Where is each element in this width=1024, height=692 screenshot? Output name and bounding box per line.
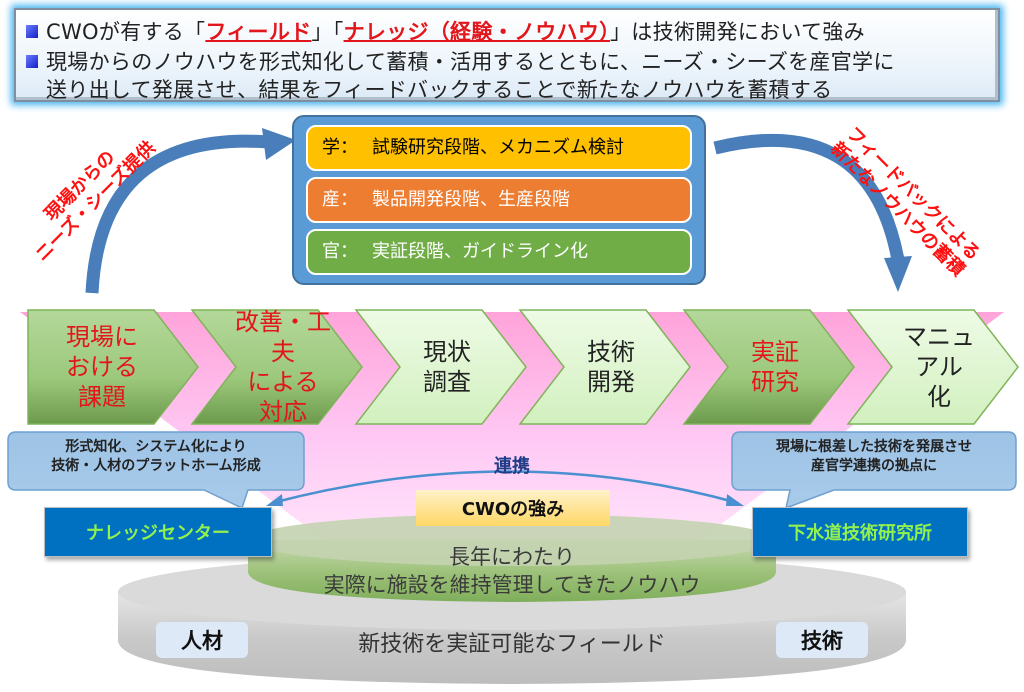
summary-text: 現場からのノウハウを形式知化して蓄積・活用するとともに、ニーズ・シーズを産官学に [46, 50, 895, 74]
knowledge-disc-line: 実際に施設を維持管理してきたノウハウ [323, 573, 701, 597]
summary-text: 」「 [311, 20, 344, 44]
process-step-chevron [354, 309, 527, 425]
process-step-line: マニュ [903, 323, 975, 351]
sector-industry: 産： 製品開発段階、生産段階 [306, 177, 692, 223]
process-step-label: 現場における課題 [34, 310, 170, 424]
bullet-icon [26, 25, 38, 38]
callout-line: 形式知化、システム化により [65, 439, 247, 455]
process-step-chevron [190, 309, 363, 425]
summary-box: CWOが有する「フィールド」「ナレッジ（経験・ノウハウ）」は技術開発において強み… [14, 8, 1000, 102]
process-step-line: 現状 [423, 338, 471, 366]
research-institute-box: 下水道技術研究所 [752, 507, 968, 557]
knowledge-disc [248, 514, 776, 602]
left-curved-arrow [85, 128, 296, 294]
process-step-line: 改善・工夫 [235, 308, 331, 366]
process-step-line: 課題 [78, 383, 126, 411]
summary-text: 」は技術開発において強み [609, 20, 865, 44]
process-step-chevron [846, 309, 1019, 425]
sector-text: 実証段階、ガイドライン化 [372, 241, 588, 262]
field-platform-text: 新技術を実証可能なフィールド [358, 632, 666, 657]
process-step-line: 現場に [66, 323, 138, 351]
link-label: 連携 [494, 456, 530, 477]
knowledge-disc-line: 長年にわたり [449, 545, 575, 569]
left-callout-shape [7, 431, 305, 510]
process-step-label: 改善・工夫による対応 [232, 308, 334, 426]
sector-text: 製品開発段階、生産段階 [372, 189, 570, 210]
bullet-icon [26, 55, 38, 68]
tag-human-resources: 人材 [156, 622, 248, 658]
summary-line-2: 現場からのノウハウを形式知化して蓄積・活用するとともに、ニーズ・シーズを産官学に [26, 46, 895, 76]
sector-key: 官： [322, 241, 358, 262]
callout-line: 現場に根差した技術を発展させ [776, 439, 972, 455]
left-callout-text: 形式知化、システム化により 技術・人材のプラットホーム形成 [8, 438, 304, 476]
sector-government: 官： 実証段階、ガイドライン化 [306, 229, 692, 275]
knowledge-disc-text: 長年にわたり 実際に施設を維持管理してきたノウハウ [300, 543, 724, 599]
process-step-line: 技術 [587, 338, 635, 366]
process-step-line: 調査 [423, 368, 471, 396]
right-callout-shape [731, 431, 1017, 510]
summary-line-3: 送り出して発展させ、結果をフィードバックすることで新たなノウハウを蓄積する [46, 78, 833, 102]
process-step-chevron [518, 309, 691, 425]
process-step-chevron [682, 309, 855, 425]
process-step-label: 技術開発 [560, 310, 662, 424]
process-step-line: 実証 [751, 338, 799, 366]
process-step-line: による [247, 368, 319, 396]
process-step-line: 化 [927, 383, 951, 411]
process-step-line: 研究 [751, 368, 799, 396]
process-step-chevron [27, 309, 199, 425]
keyword-knowledge: ナレッジ（経験・ノウハウ） [343, 20, 610, 44]
callout-line: 技術・人材のプラットホーム形成 [51, 458, 261, 474]
right-curved-arrow [713, 133, 912, 292]
process-step-label: 現状調査 [396, 310, 498, 424]
summary-line-1: CWOが有する「フィールド」「ナレッジ（経験・ノウハウ）」は技術開発において強み [26, 16, 865, 46]
tag-technology: 技術 [776, 622, 868, 658]
process-step-label: マニュアル化 [888, 310, 990, 424]
process-step-line: 開発 [587, 368, 635, 396]
knowledge-center-box: ナレッジセンター [44, 507, 272, 557]
link-arrow [266, 470, 744, 506]
sector-text: 試験研究段階、メカニズム検討 [372, 137, 624, 158]
summary-text: CWOが有する「 [46, 20, 206, 44]
right-callout-text: 現場に根差した技術を発展させ 産官学連携の拠点に [732, 438, 1016, 476]
process-step-line: おける [66, 353, 138, 381]
keyword-field: フィールド [205, 20, 312, 44]
process-chevrons [27, 309, 1019, 425]
process-step-label: 実証研究 [724, 310, 826, 424]
process-step-line: 対応 [259, 398, 307, 426]
sector-panel: 学： 試験研究段階、メカニズム検討 産： 製品開発段階、生産段階 官： 実証段階、ガイ… [292, 115, 706, 285]
sector-key: 学： [322, 137, 358, 158]
sector-academia: 学： 試験研究段階、メカニズム検討 [306, 125, 692, 171]
process-step-line: アル [915, 353, 963, 381]
callout-line: 産官学連携の拠点に [811, 458, 937, 474]
sector-key: 産： [322, 189, 358, 210]
strength-label: CWOの強み [416, 490, 610, 526]
